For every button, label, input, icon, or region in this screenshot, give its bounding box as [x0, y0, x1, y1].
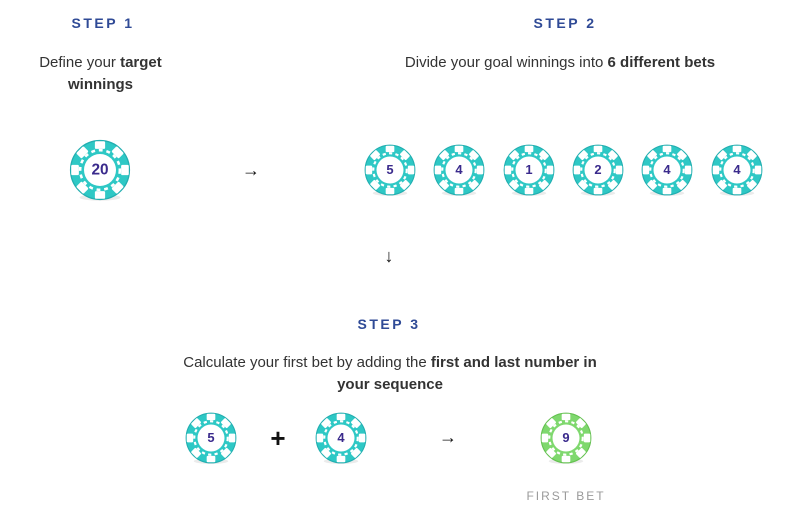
first-number-chip: 5 5 [184, 411, 238, 465]
step-2-description-text: Divide your goal winnings into [404, 54, 608, 71]
bet-chip-4: 2 2 [571, 143, 625, 197]
last-number-chip: 4 4 [314, 411, 368, 465]
step-3-description: Calculate your first bet by adding the f… [180, 352, 600, 396]
bet-chip-6: 4 4 [710, 143, 764, 197]
chip-number: 1 [525, 162, 532, 177]
poker-chip-icon: 4 [711, 144, 763, 196]
step-3-description-text: Calculate your first bet by adding the [183, 354, 431, 371]
poker-chip-icon: 1 [503, 144, 555, 196]
step-1-description-bold: target winnings [68, 54, 162, 93]
step-1-description-text: Define your [39, 54, 121, 71]
poker-chip-icon: 20 [69, 139, 131, 201]
chip-number: 4 [663, 162, 671, 177]
target-winnings-chip: 20 20 [68, 138, 132, 202]
step-2-label: STEP 2 [533, 15, 597, 31]
bet-chip-3: 1 1 [502, 143, 556, 197]
bet-chip-2: 4 4 [432, 143, 486, 197]
poker-chip-icon: 5 [185, 412, 237, 464]
chip-number: 4 [455, 162, 463, 177]
arrow-right-icon: → [439, 427, 457, 447]
first-bet-chip: 9 9 [539, 411, 593, 465]
poker-chip-icon: 4 [315, 412, 367, 464]
poker-chip-icon: 9 [540, 412, 592, 464]
step-1-label: STEP 1 [71, 15, 135, 31]
poker-chip-icon: 5 [364, 144, 416, 196]
poker-chip-icon: 4 [641, 144, 693, 196]
chip-number: 4 [337, 430, 345, 445]
poker-chip-icon: 4 [433, 144, 485, 196]
bet-chip-1: 5 5 [363, 143, 417, 197]
plus-icon: + [270, 423, 286, 453]
poker-chip-icon: 2 [572, 144, 624, 196]
first-bet-caption: FIRST BET [526, 489, 606, 503]
bet-chip-5: 4 4 [640, 143, 694, 197]
step-1-description: Define your target winnings [18, 52, 183, 96]
chip-number: 2 [594, 162, 601, 177]
arrow-right-icon: → [242, 160, 260, 180]
step-2-description: Divide your goal winnings into 6 differe… [330, 52, 790, 74]
chip-number: 5 [386, 162, 393, 177]
chip-number: 9 [562, 430, 569, 445]
chip-number: 20 [91, 162, 108, 179]
chip-number: 5 [207, 430, 214, 445]
step-2-description-bold: 6 different bets [607, 54, 716, 71]
arrow-down-icon: ↓ [384, 246, 394, 266]
chip-number: 4 [733, 162, 741, 177]
step-3-description-bold: first and last number in your sequence [337, 354, 597, 393]
step-3-label: STEP 3 [357, 316, 421, 332]
